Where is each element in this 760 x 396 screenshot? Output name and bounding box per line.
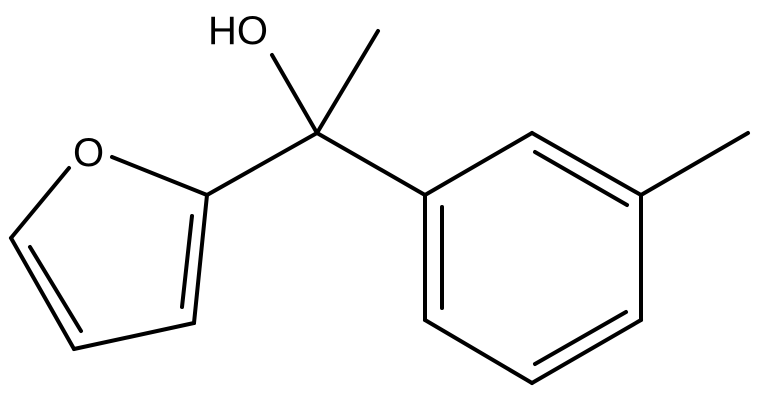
benzene-ring xyxy=(423,131,643,385)
bond-c-oh xyxy=(270,53,319,135)
bond-ring-2-3-inner xyxy=(533,150,629,207)
bond-furan-c5-c4-inner xyxy=(28,245,83,333)
furan-oxygen-label: O xyxy=(73,131,104,175)
bond-ring-4-5-inner xyxy=(533,310,628,366)
bond-aryl-methyl xyxy=(639,131,750,197)
bond-furan-c4-c3 xyxy=(72,321,196,351)
bond-furan-c3-c2-inner xyxy=(180,214,194,309)
bond-c-phenyl xyxy=(315,131,427,197)
bond-furan-o-c5 xyxy=(9,166,71,240)
furan-ring xyxy=(9,155,209,351)
bond-ring-1-2 xyxy=(423,131,534,197)
bond-c-furan xyxy=(205,131,319,197)
bond-furan-c5-c4 xyxy=(9,236,76,351)
bond-furan-c2-o xyxy=(110,155,209,197)
bond-furan-c3-c2 xyxy=(192,193,209,325)
bond-ring-4-5 xyxy=(530,318,643,385)
bond-ring-2-3 xyxy=(530,131,643,197)
hydroxyl-label: HO xyxy=(208,9,268,53)
bond-c-methyl xyxy=(315,29,380,135)
bond-ring-5-6 xyxy=(423,318,534,385)
